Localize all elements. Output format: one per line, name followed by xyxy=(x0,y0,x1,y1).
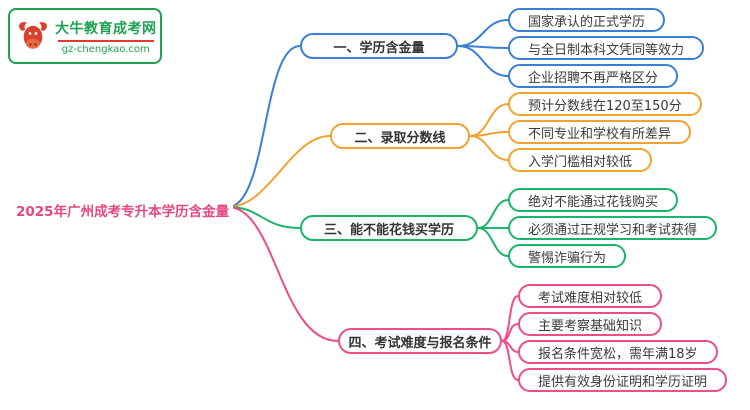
link-root-branch2 xyxy=(227,135,331,208)
leaf-node: 报名条件宽松，需年满18岁 xyxy=(518,340,718,364)
link-b4-l4 xyxy=(501,340,519,381)
link-root-branch4 xyxy=(227,206,339,342)
root-node: 2025年广州成考专升本学历含金量 xyxy=(12,199,234,221)
link-b2-l3 xyxy=(469,135,509,161)
link-b1-l1 xyxy=(457,19,509,47)
leaf-node: 预计分数线在120至150分 xyxy=(508,92,702,116)
link-root-branch3 xyxy=(227,206,301,229)
leaf-node: 绝对不能通过花钱购买 xyxy=(508,188,679,212)
link-b3-l1 xyxy=(477,199,509,229)
link-b1-l3 xyxy=(457,45,509,77)
bull-icon xyxy=(19,22,47,49)
branch-node-2: 二、录取分数线 xyxy=(330,123,470,149)
leaf-node: 考试难度相对较低 xyxy=(518,284,663,308)
leaf-node: 必须通过正规学习和考试获得 xyxy=(508,216,718,240)
branch-node-4: 四、考试难度与报名条件 xyxy=(338,328,502,354)
logo-title: 大牛教育成考网 xyxy=(55,20,157,37)
branch-node-3: 三、能不能花钱买学历 xyxy=(300,215,478,241)
leaf-node: 入学门槛相对较低 xyxy=(508,148,653,172)
link-b3-l3 xyxy=(477,227,509,257)
link-root-branch1 xyxy=(227,45,301,208)
leaf-node: 与全日制本科文凭同等效力 xyxy=(508,36,705,60)
leaf-node: 警惕诈骗行为 xyxy=(508,244,627,268)
leaf-node: 提供有效身份证明和学历证明 xyxy=(518,368,728,392)
leaf-node: 国家承认的正式学历 xyxy=(508,8,666,32)
branch-node-1: 一、学历含金量 xyxy=(300,33,458,59)
leaf-node: 企业招聘不再严格区分 xyxy=(508,64,679,88)
logo-domain: gz-chengkao.com xyxy=(61,43,150,55)
logo-divider xyxy=(57,39,154,42)
leaf-node: 主要考察基础知识 xyxy=(518,312,663,336)
leaf-node: 不同专业和学校有所差异 xyxy=(508,120,692,144)
logo: 大牛教育成考网 gz-chengkao.com xyxy=(8,8,162,64)
